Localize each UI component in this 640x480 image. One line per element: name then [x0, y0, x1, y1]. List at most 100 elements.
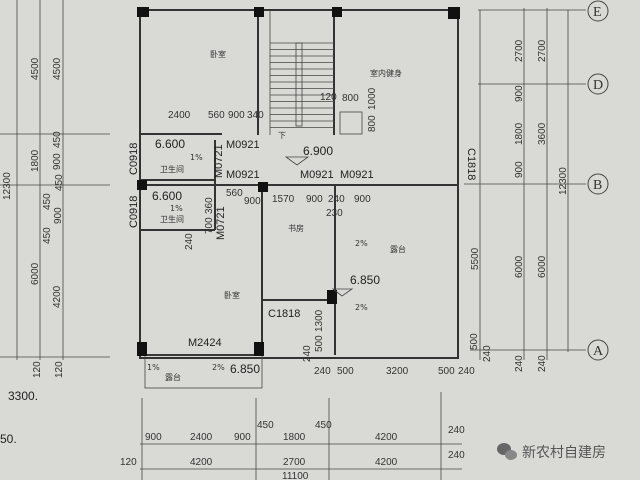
right-dim: 2700: [514, 39, 525, 62]
door-code: M0921: [340, 169, 374, 181]
elevation-terrace-bottom: 6.850: [230, 362, 260, 376]
interior-dim: 900: [228, 110, 245, 121]
axis-label-a: A: [593, 344, 604, 359]
slope-label: 2%: [355, 303, 368, 312]
interior-dim: 240: [328, 194, 345, 205]
elevation-terrace-right: 6.850: [350, 273, 380, 287]
interior-dim: 3200: [386, 366, 409, 377]
left-dim: 450: [54, 174, 65, 191]
interior-dim: 120: [320, 92, 337, 103]
right-dim: 240: [537, 355, 548, 372]
right-dim: 900: [514, 85, 525, 102]
left-dim: 450: [42, 193, 53, 210]
right-dim: 500: [469, 333, 480, 350]
wechat-icon: [497, 443, 517, 460]
bottom-dim: 2700: [283, 457, 306, 468]
interior-dim: 900: [354, 194, 371, 205]
left-dimension-lines: [0, 0, 110, 360]
slope-label: 1%: [170, 204, 183, 213]
axis-label-d: D: [593, 78, 603, 93]
bottom-dim: 4200: [375, 457, 398, 468]
window-code: C0918: [128, 143, 140, 175]
watermark-text: 新农村自建房: [522, 445, 606, 461]
bottom-dim: 900: [145, 432, 162, 443]
window-code: C1818: [465, 148, 477, 180]
slope-label: 2%: [355, 239, 368, 248]
elevation-marker: [331, 288, 354, 297]
room-label-bedroom-bottom: 卧室: [224, 290, 240, 300]
interior-dim: 1300: [314, 309, 325, 332]
room-label-fitness: 室内健身: [370, 68, 402, 78]
room-label-bath-2: 卫生间: [160, 214, 184, 224]
door-code: M0921: [226, 139, 260, 151]
left-dim: 450: [52, 131, 63, 148]
right-dimension-lines: [464, 0, 609, 361]
slope-label: 2%: [212, 363, 225, 372]
room-label-study: 书房: [288, 223, 304, 233]
right-dim: 2700: [537, 39, 548, 62]
door-code: M2424: [188, 337, 222, 349]
elevation-marker: [284, 156, 310, 166]
structural-columns: [137, 7, 460, 356]
bottom-dim: 4200: [190, 457, 213, 468]
left-dim: 900: [53, 207, 64, 224]
door-code: M0721: [213, 144, 225, 178]
interior-dim: 360: [204, 197, 215, 214]
room-label-terrace-bottom: 露台: [165, 372, 181, 382]
interior-dim: 560: [208, 110, 225, 121]
note-text: 50.: [0, 432, 17, 446]
interior-dim: 500: [438, 366, 455, 377]
axis-label-e: E: [593, 5, 602, 20]
door-code: M0721: [215, 206, 227, 240]
left-dim: 450: [42, 227, 53, 244]
interior-dim: 2400: [168, 110, 191, 121]
right-dim: 1800: [514, 122, 525, 145]
right-dim: 6000: [537, 255, 548, 278]
left-dim: 6000: [30, 262, 41, 285]
left-dim: 4200: [52, 285, 63, 308]
interior-dim: 500: [314, 335, 325, 352]
room-label-bedroom-top: 卧室: [210, 49, 226, 59]
window-code: C0918: [128, 196, 140, 228]
right-dim: 6000: [514, 255, 525, 278]
bottom-dim: 120: [120, 457, 137, 468]
interior-dim: 240: [302, 345, 313, 362]
right-dim: 900: [514, 161, 525, 178]
interior-dim: 900: [306, 194, 323, 205]
elevation-bath-1: 6.600: [155, 137, 185, 151]
elevation-corridor: 6.900: [303, 144, 333, 158]
interior-dim: 230: [326, 208, 343, 219]
walls: [139, 9, 459, 389]
interior-dim: 560: [226, 188, 243, 199]
axis-label-b: B: [593, 178, 602, 193]
slope-label: 1%: [190, 153, 203, 162]
bottom-dim: 4200: [375, 432, 398, 443]
left-dim: 4500: [30, 57, 41, 80]
slope-label: 1%: [147, 363, 160, 372]
left-dim: 1800: [30, 149, 41, 172]
interior-dim: 800: [367, 115, 378, 132]
bottom-dim: 240: [448, 450, 465, 461]
bottom-dim: 1800: [283, 432, 306, 443]
interior-dim: 240: [458, 366, 475, 377]
interior-dim: 240: [184, 233, 195, 250]
bottom-dim: 240: [448, 425, 465, 436]
interior-dim: 700: [204, 217, 215, 234]
door-code: M0921: [300, 169, 334, 181]
right-dim: 5500: [470, 247, 481, 270]
bottom-dim: 450: [257, 420, 274, 431]
right-dim-total: 12300: [558, 167, 569, 195]
left-dim: 900: [52, 153, 63, 170]
elevation-bath-2: 6.600: [152, 189, 182, 203]
interior-dim: 1000: [367, 87, 378, 110]
stair-treads: [270, 42, 334, 128]
left-dim-total: 12300: [2, 172, 13, 200]
left-dim: 120: [54, 361, 65, 378]
bottom-dim: 450: [315, 420, 332, 431]
bottom-dimension-lines: [140, 392, 462, 480]
interior-dim: 900: [244, 196, 261, 207]
left-dim: 120: [32, 361, 43, 378]
bottom-dim: 900: [234, 432, 251, 443]
room-label-terrace-right: 露台: [390, 244, 406, 254]
